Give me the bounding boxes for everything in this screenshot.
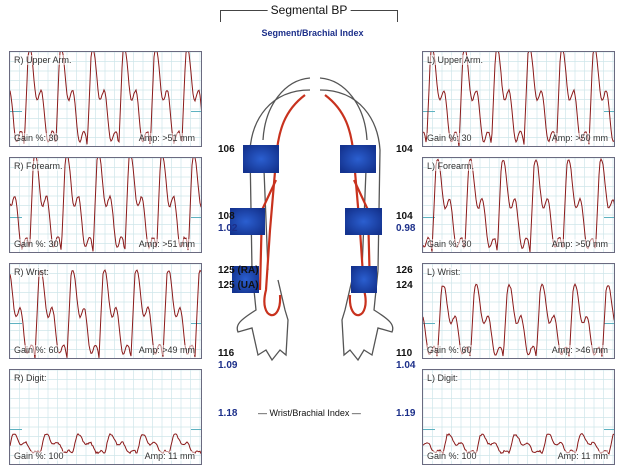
page-title: Segmental BP xyxy=(267,3,351,17)
panel-label: R) Digit: xyxy=(14,373,47,383)
waveform xyxy=(10,52,201,145)
gain-text: Gain %: 100 xyxy=(427,451,477,461)
l-forearm-index: 0.98 xyxy=(396,223,416,234)
gain-text: Gain %: 100 xyxy=(14,451,64,461)
amp-text: Amp: >50 mm xyxy=(551,133,608,143)
waveform xyxy=(10,432,201,455)
panel-l-digit: L) Digit: Gain %: 100 Amp: 11 mm xyxy=(422,369,615,465)
grid xyxy=(423,52,614,146)
panel-label: L) Upper Arm. xyxy=(427,55,484,65)
panel-label: L) Forearm. xyxy=(427,161,475,171)
r-forearm-pressure: 108 xyxy=(218,211,235,222)
title-bracket: Segmental BP xyxy=(220,3,398,22)
l-digit-pressure: 110 xyxy=(396,348,413,359)
panel-label: R) Forearm. xyxy=(14,161,63,171)
l-wrist-ra-pressure: 126 xyxy=(396,265,413,276)
gain-text: Gain %: 30 xyxy=(14,133,59,143)
amp-text: Amp: >49 mm xyxy=(138,345,195,355)
grid xyxy=(423,370,614,464)
l-upper-pressure: 104 xyxy=(396,144,413,155)
panel-label: L) Wrist: xyxy=(427,267,461,277)
l-forearm-pressure: 104 xyxy=(396,211,413,222)
r-upper-pressure: 106 xyxy=(218,144,235,155)
panel-label: R) Wrist: xyxy=(14,267,49,277)
r-digit-pressure: 116 xyxy=(218,348,235,359)
grid xyxy=(10,370,201,464)
wrist-brachial-index-label: — Wrist/Brachial Index — xyxy=(258,408,361,418)
page-subtitle: Segment/Brachial Index xyxy=(261,28,364,38)
panel-l-upper-arm: L) Upper Arm. Gain %: 30 Amp: >50 mm xyxy=(422,51,615,147)
grid xyxy=(10,52,201,146)
l-wrist-ua-pressure: 124 xyxy=(396,280,413,291)
panel-r-upper-arm: R) Upper Arm. Gain %: 30 Amp: >51 mm xyxy=(9,51,202,147)
arms-illustration xyxy=(230,77,394,362)
gain-text: Gain %: 30 xyxy=(427,133,472,143)
waveform xyxy=(10,158,201,252)
amp-text: Amp: 11 mm xyxy=(557,451,608,461)
cuff-l-upper xyxy=(340,145,376,173)
grid xyxy=(10,158,201,252)
cuff-l-forearm xyxy=(345,208,382,235)
l-digit-index: 1.04 xyxy=(396,360,416,371)
amp-text: Amp: >50 mm xyxy=(551,239,608,249)
cuff-r-wrist xyxy=(232,266,259,293)
amp-text: Amp: >51 mm xyxy=(138,239,195,249)
r-forearm-index: 1.02 xyxy=(218,223,238,234)
amp-text: Amp: >46 mm xyxy=(551,345,608,355)
panel-r-wrist: R) Wrist: Gain %: 60 Amp: >49 mm xyxy=(9,263,202,359)
cuff-r-forearm xyxy=(230,208,265,235)
r-wrist-ua-pressure: 125 (UA) xyxy=(218,280,259,291)
gain-text: Gain %: 60 xyxy=(427,345,472,355)
r-wrist-ra-pressure: 125 (RA) xyxy=(218,265,259,276)
r-wrist-brachial-index: 1.18 xyxy=(218,408,238,419)
panel-r-forearm: R) Forearm. Gain %: 30 Amp: >51 mm xyxy=(9,157,202,253)
cuff-r-upper xyxy=(243,145,279,173)
panel-l-forearm: L) Forearm. Gain %: 30 Amp: >50 mm xyxy=(422,157,615,253)
gain-text: Gain %: 30 xyxy=(427,239,472,249)
amp-text: Amp: 11 mm xyxy=(144,451,195,461)
panel-label: L) Digit: xyxy=(427,373,459,383)
amp-text: Amp: >51 mm xyxy=(138,133,195,143)
panel-r-digit: R) Digit: Gain %: 100 Amp: 11 mm xyxy=(9,369,202,465)
waveform xyxy=(423,282,614,357)
l-wrist-brachial-index: 1.19 xyxy=(396,408,416,419)
cuff-l-wrist xyxy=(351,266,377,293)
gain-text: Gain %: 60 xyxy=(14,345,59,355)
r-digit-index: 1.09 xyxy=(218,360,238,371)
panel-l-wrist: L) Wrist: Gain %: 60 Amp: >46 mm xyxy=(422,263,615,359)
panel-label: R) Upper Arm. xyxy=(14,55,72,65)
gain-text: Gain %: 30 xyxy=(14,239,59,249)
grid xyxy=(423,264,614,358)
waveform xyxy=(423,432,614,456)
